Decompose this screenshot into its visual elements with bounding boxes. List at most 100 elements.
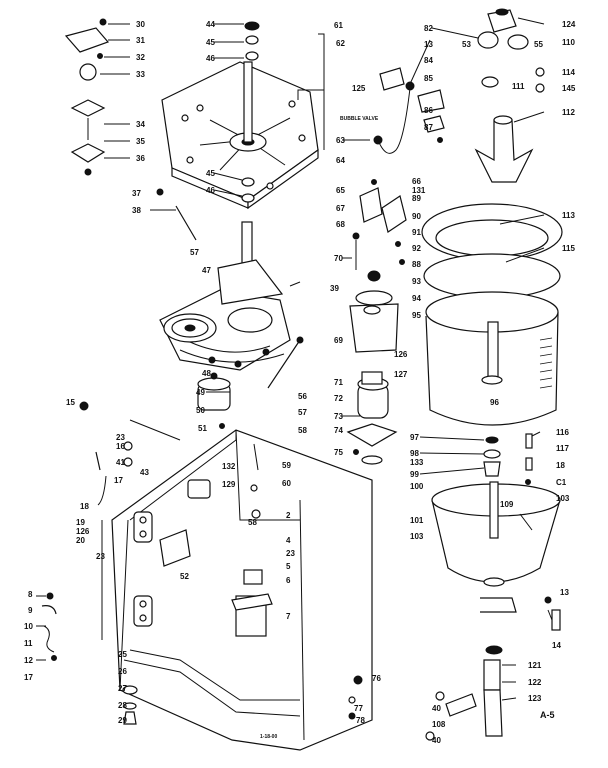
part-number-label: 57 (298, 408, 307, 417)
part-number-label: 28 (118, 701, 127, 710)
part-number-label: 23 (116, 433, 125, 442)
part-number-label: 19 (76, 518, 85, 527)
part-number-label: 93 (412, 277, 421, 286)
part-number-label: 47 (202, 266, 211, 275)
part-number-label: 20 (76, 536, 85, 545)
part-number-label: 14 (552, 641, 561, 650)
part-number-label: 59 (282, 461, 291, 470)
part-number-label: 2 (286, 511, 291, 520)
part-number-label: 17 (24, 673, 33, 682)
part-number-label: 124 (562, 20, 576, 29)
part-number-label: 61 (334, 21, 343, 30)
agitator-group (474, 8, 545, 183)
part-number-label: 126 (394, 350, 408, 359)
part-number-label: 82 (424, 24, 433, 33)
part-number-label: 69 (334, 336, 343, 345)
part-number-label: 11 (24, 639, 33, 648)
part-number-label: 63 (336, 136, 345, 145)
part-number-label: 73 (334, 412, 343, 421)
part-number-label: 98 (410, 449, 419, 458)
part-number-label: 30 (136, 20, 145, 29)
part-number-label: 13 (424, 40, 433, 49)
part-number-label: 103 (556, 494, 570, 503)
part-number-label: 145 (562, 84, 576, 93)
part-number-label: 103 (410, 532, 424, 541)
part-number-label: 52 (180, 572, 189, 581)
part-number-label: 92 (412, 244, 421, 253)
part-number-label: 58 (298, 426, 307, 435)
part-number-label: 56 (298, 392, 307, 401)
mount-plate-group (161, 21, 325, 210)
callout-labels: 3031323334353637385744454661624546473948… (24, 20, 576, 745)
part-number-label: 75 (334, 448, 343, 457)
part-number-label: 99 (410, 470, 419, 479)
part-number-label: 74 (334, 426, 343, 435)
part-number-label: 50 (196, 406, 205, 415)
part-number-label: 123 (528, 694, 542, 703)
part-number-label: 89 (412, 194, 421, 203)
outer-tub (431, 433, 561, 631)
part-number-label: 86 (424, 106, 433, 115)
part-number-label: 68 (336, 220, 345, 229)
motor-group (197, 372, 231, 429)
transmission-group (159, 221, 301, 371)
part-number-label: 43 (140, 468, 149, 477)
part-number-label: 116 (556, 428, 569, 437)
fill-hose-group (377, 39, 445, 154)
part-number-label: 45 (206, 38, 215, 47)
part-number-label: 25 (118, 650, 127, 659)
part-number-label: 29 (118, 716, 127, 725)
part-number-label: 53 (462, 40, 471, 49)
part-number-label: 49 (196, 388, 205, 397)
part-number-label: 32 (136, 53, 145, 62)
part-number-label: 115 (562, 244, 575, 253)
part-number-label: 44 (206, 20, 215, 29)
part-number-label: 18 (80, 502, 89, 511)
part-number-label: 33 (136, 70, 145, 79)
part-number-label: 131 (412, 186, 426, 195)
part-number-label: 127 (394, 370, 408, 379)
part-number-label: 109 (500, 500, 514, 509)
part-number-label: 37 (132, 189, 141, 198)
part-number-label: 97 (410, 433, 419, 442)
part-number-label: 27 (118, 684, 127, 693)
part-number-label: 85 (424, 74, 433, 83)
part-number-label: 39 (330, 284, 339, 293)
part-number-label: 78 (356, 716, 365, 725)
part-number-label: 5 (286, 562, 291, 571)
part-number-label: 45 (206, 169, 215, 178)
part-number-label: 34 (136, 120, 145, 129)
part-number-label: 84 (424, 56, 433, 65)
part-number-label: 40 (432, 704, 441, 713)
part-number-label: 4 (286, 536, 291, 545)
part-number-label: 76 (372, 674, 381, 683)
part-number-label: 48 (202, 369, 211, 378)
rod-38 (150, 188, 197, 241)
part-number-label: 46 (206, 186, 215, 195)
part-number-label: 125 (352, 84, 366, 93)
part-number-label: 9 (28, 606, 33, 615)
part-number-label: 13 (560, 588, 569, 597)
part-number-label: 17 (114, 476, 123, 485)
cabinet (101, 429, 373, 751)
part-number-label: 23 (96, 552, 105, 561)
part-number-label: C1 (556, 478, 567, 487)
hose-group (79, 401, 181, 506)
tub-cover-parts (381, 195, 407, 265)
part-number-label: 126 (76, 527, 90, 536)
part-number-label: 23 (286, 549, 295, 558)
drain-hose (425, 645, 503, 741)
part-number-label: 7 (286, 612, 291, 621)
part-number-label: 31 (136, 36, 145, 45)
part-number-label: 64 (336, 156, 345, 165)
part-number-label: 26 (118, 667, 127, 676)
part-number-label: 16 (116, 442, 125, 451)
figure-code: A-5 (540, 710, 555, 720)
part-number-label: 94 (412, 294, 421, 303)
part-number-label: 112 (562, 108, 575, 117)
wash-basket (421, 203, 563, 426)
part-number-label: 114 (562, 68, 575, 77)
part-number-label: 122 (528, 678, 542, 687)
part-number-label: 65 (336, 186, 345, 195)
